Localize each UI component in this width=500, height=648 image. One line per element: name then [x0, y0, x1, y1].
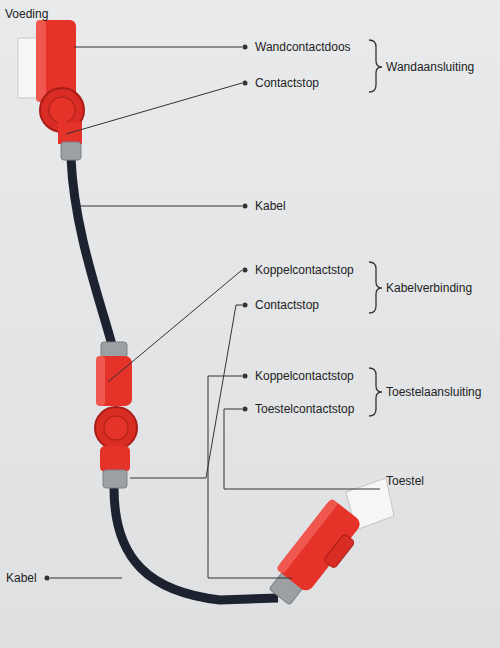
part-label: Koppelcontactstop [255, 368, 354, 384]
part-label: Toestelcontactstop [255, 401, 354, 417]
cable [71, 158, 112, 345]
appliance-plug [264, 498, 368, 613]
part-label: Koppelcontactstop [255, 262, 354, 278]
part-label: Kabel [255, 198, 286, 214]
part-label: Kabel [6, 570, 37, 586]
part-label: Wandcontactdoos [255, 39, 351, 55]
cable [114, 488, 278, 600]
group-label: Kabelverbinding [386, 280, 472, 296]
wall-socket [18, 20, 84, 160]
appliance-label: Toestel [386, 473, 424, 489]
cable-coupler [95, 342, 137, 488]
leader-lines [50, 47, 380, 578]
bullet-dots [45, 45, 248, 581]
supply-label: Voeding [5, 6, 48, 22]
curly-brackets [369, 40, 382, 416]
part-label: Contactstop [255, 297, 319, 313]
part-label: Contactstop [255, 75, 319, 91]
group-label: Wandaansluiting [386, 59, 474, 75]
group-label: Toestelaansluiting [386, 384, 481, 400]
